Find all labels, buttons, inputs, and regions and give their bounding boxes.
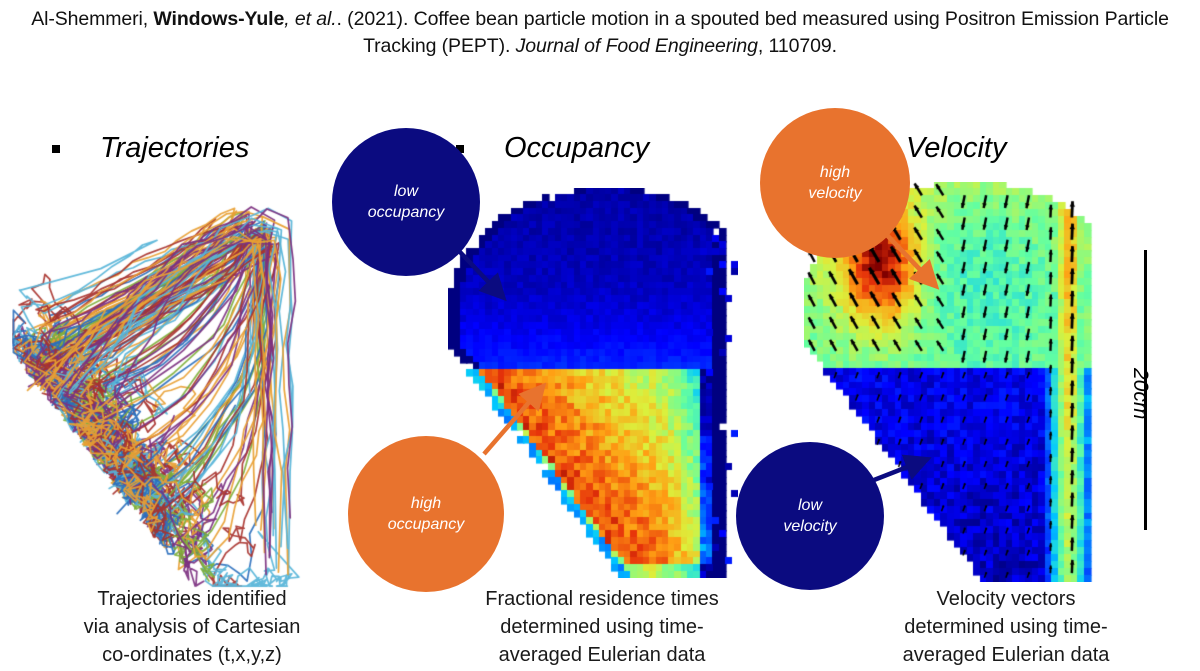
callout-line: low — [393, 183, 418, 200]
citation-etal: , et al. — [284, 8, 337, 30]
arrow-low-occupancy-icon — [458, 250, 507, 302]
caption-trajectories: Trajectories identified via analysis of … — [22, 585, 362, 669]
callout-line: low — [797, 497, 822, 514]
panel-title-text: Velocity — [906, 131, 1007, 164]
citation-pages: , 110709. — [757, 35, 837, 57]
caption-line: Fractional residence times — [485, 588, 719, 610]
trajectories-plot — [12, 198, 312, 588]
callout-line: velocity — [783, 518, 837, 535]
callout-high-occupancy: high occupancy — [348, 436, 504, 592]
citation-journal: Journal of Food Engineering — [515, 35, 758, 57]
citation-authors: Al-Shemmeri, — [31, 8, 154, 30]
citation-header: Al-Shemmeri, Windows-Yule, et al.. (2021… — [0, 6, 1200, 60]
panel-trajectories: Trajectories Trajectories identified via… — [0, 90, 400, 671]
callout-line: occupancy — [387, 516, 465, 533]
figure-body: Trajectories Trajectories identified via… — [0, 90, 1200, 671]
callout-low-occupancy: low occupancy — [332, 128, 480, 276]
caption-velocity: Velocity vectors determined using time- … — [836, 585, 1176, 669]
citation-title: . (2021). Coffee bean particle motion in… — [336, 8, 1169, 57]
caption-line: determined using time- — [904, 616, 1108, 638]
caption-line: co-ordinates (t,x,y,z) — [102, 644, 282, 666]
arrow-low-velocity-icon — [873, 454, 932, 483]
caption-line: Velocity vectors — [936, 588, 1076, 610]
panel-title-text: Occupancy — [504, 131, 650, 164]
caption-line: Trajectories identified — [97, 588, 287, 610]
panel-title-trajectories: Trajectories — [52, 128, 249, 168]
arrow-high-velocity-icon — [882, 230, 940, 290]
panel-title-occupancy: Occupancy — [456, 128, 649, 168]
caption-line: averaged Eulerian data — [498, 644, 706, 666]
arrow-high-occupancy-icon — [482, 382, 547, 456]
panel-title-text: Trajectories — [100, 131, 250, 164]
callout-line: high — [819, 164, 851, 181]
scale-bar-line — [1144, 250, 1147, 530]
square-bullet-icon — [52, 145, 60, 153]
caption-line: averaged Eulerian data — [902, 644, 1110, 666]
callout-line: velocity — [808, 185, 862, 202]
callout-line: high — [410, 495, 442, 512]
caption-line: via analysis of Cartesian — [83, 616, 301, 638]
caption-line: determined using time- — [500, 616, 704, 638]
callout-line: occupancy — [367, 204, 445, 221]
panel-velocity: Velocity high velocity low velocity — [736, 90, 1200, 671]
square-bullet-icon — [456, 145, 464, 153]
caption-occupancy: Fractional residence times determined us… — [432, 585, 772, 669]
citation-author-bold: Windows-Yule — [153, 8, 285, 30]
scale-bar-label: 20cm — [1129, 368, 1152, 420]
callout-low-velocity: low velocity — [736, 442, 884, 590]
panel-occupancy: Occupancy low occupancy high occupancy — [332, 90, 800, 671]
